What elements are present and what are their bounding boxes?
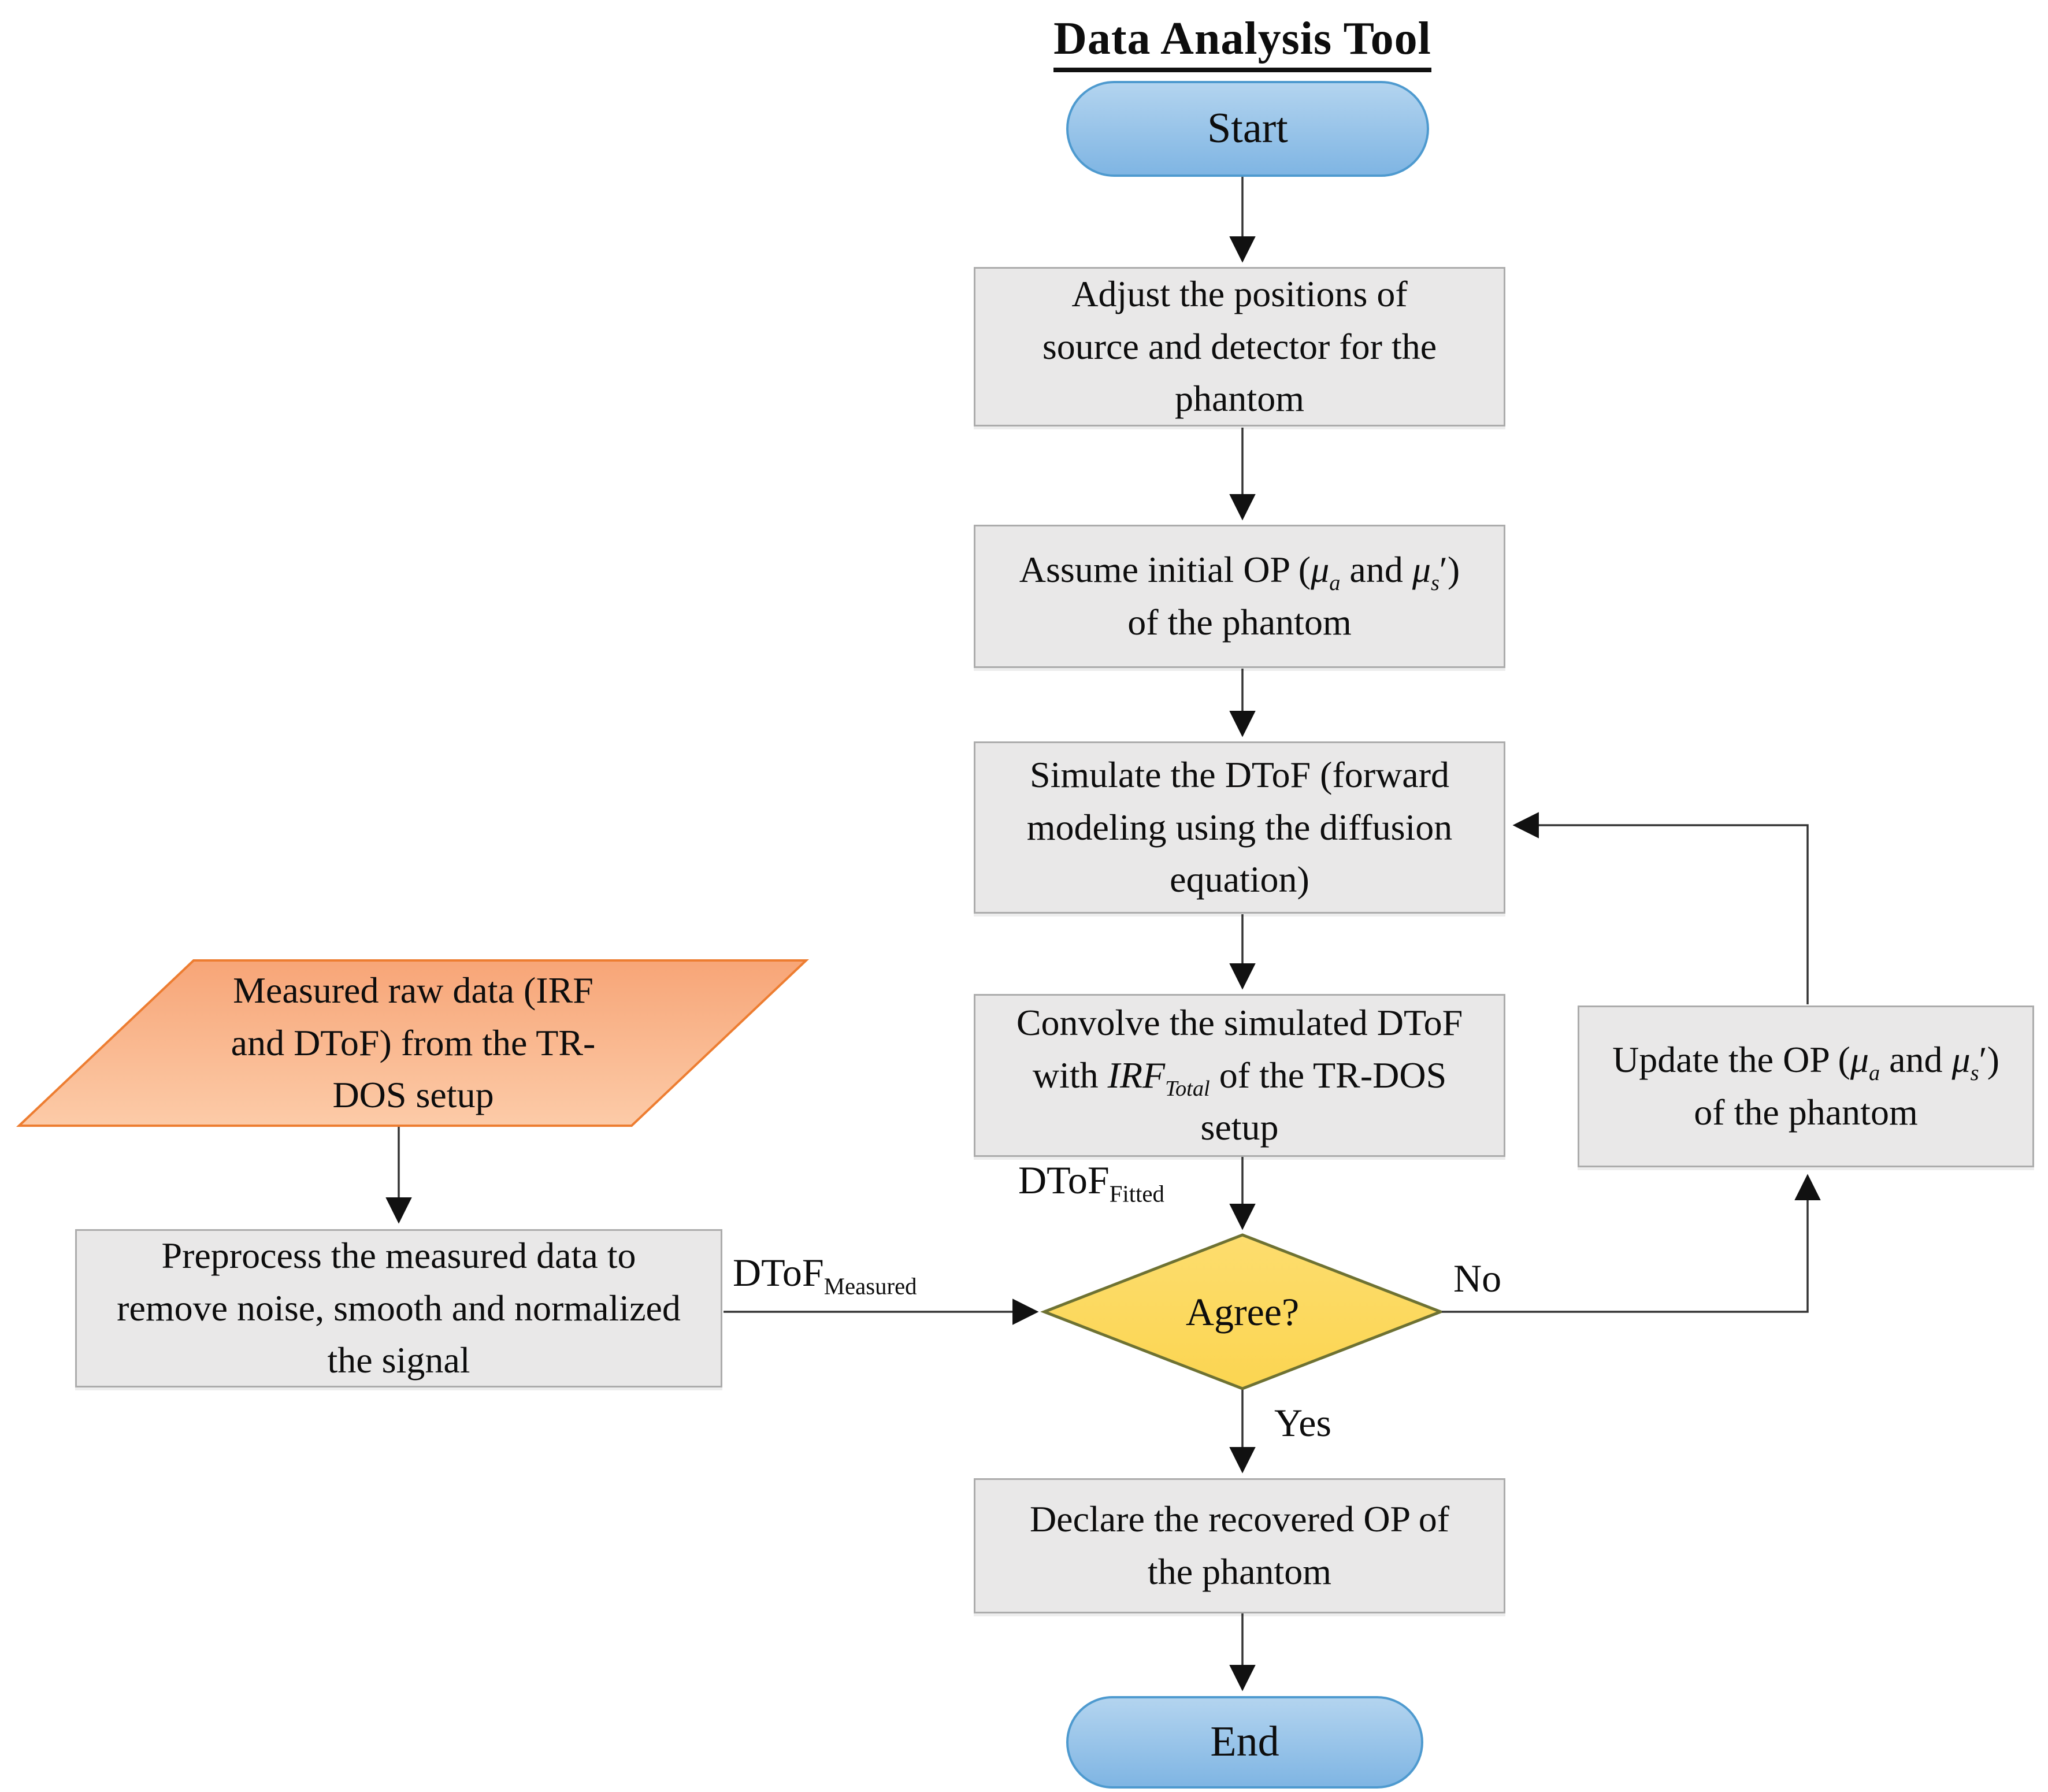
- edge-label-dtof-measured: DToFMeasured: [733, 1251, 917, 1300]
- update-op-box: Update the OP (μa and μs′) of the phanto…: [1578, 1006, 2034, 1167]
- assume-initial-op-label: Assume initial OP (μa and μs′) of the ph…: [1019, 549, 1460, 643]
- start-label: Start: [1207, 105, 1288, 153]
- page-title: Data Analysis Tool: [974, 13, 1511, 72]
- preprocess-label: Preprocess the measured data to remove n…: [117, 1234, 681, 1381]
- update-op-label: Update the OP (μa and μs′) of the phanto…: [1612, 1039, 1999, 1133]
- preprocess-box: Preprocess the measured data to remove n…: [75, 1229, 722, 1387]
- mu-s-symbol: μ: [1951, 1039, 1971, 1081]
- edge-label-no: No: [1453, 1256, 1502, 1300]
- adjust-positions-label: Adjust the positions of source and detec…: [1042, 273, 1437, 420]
- assume-initial-op-box: Assume initial OP (μa and μs′) of the ph…: [974, 525, 1505, 668]
- measured-raw-parallelogram-shape: [16, 959, 810, 1127]
- adjust-positions-box: Adjust the positions of source and detec…: [974, 267, 1505, 426]
- edge-label-dtof-fitted: DToFFitted: [1018, 1158, 1164, 1207]
- decision-label: Agree?: [1185, 1289, 1300, 1334]
- page-title-text: Data Analysis Tool: [1053, 13, 1431, 72]
- flow-arrow-update-simulate: [1512, 812, 1809, 1004]
- declare-recovered-op-box: Declare the recovered OP of the phantom: [974, 1478, 1505, 1613]
- measured-raw-label: Measured raw data (IRF and DToF) from th…: [231, 969, 596, 1116]
- convolve-dtof-label: Convolve the simulated DToF with IRFTota…: [1016, 1001, 1463, 1148]
- end-label: End: [1210, 1718, 1279, 1766]
- measured-raw-parallelogram: Measured raw data (IRF and DToF) from th…: [153, 964, 673, 1122]
- decision-diamond-shape: [1040, 1233, 1445, 1390]
- start-node: Start: [1066, 81, 1429, 177]
- flow-arrow-decision-update-no: [1442, 1174, 1821, 1313]
- irf-total-symbol: IRF: [1107, 1054, 1166, 1096]
- simulate-dtof-box: Simulate the DToF (forward modeling usin…: [974, 741, 1505, 914]
- convolve-dtof-box: Convolve the simulated DToF with IRFTota…: [974, 994, 1505, 1157]
- mu-a-symbol: μ: [1311, 549, 1330, 591]
- declare-recovered-op-label: Declare the recovered OP of the phantom: [1029, 1498, 1450, 1592]
- mu-a-symbol: μ: [1850, 1039, 1869, 1081]
- decision-diamond: Agree?: [1101, 1271, 1384, 1352]
- edge-label-yes: Yes: [1274, 1401, 1331, 1445]
- mu-s-symbol: μ: [1412, 549, 1431, 591]
- end-node: End: [1066, 1696, 1423, 1789]
- simulate-dtof-label: Simulate the DToF (forward modeling usin…: [1026, 754, 1453, 900]
